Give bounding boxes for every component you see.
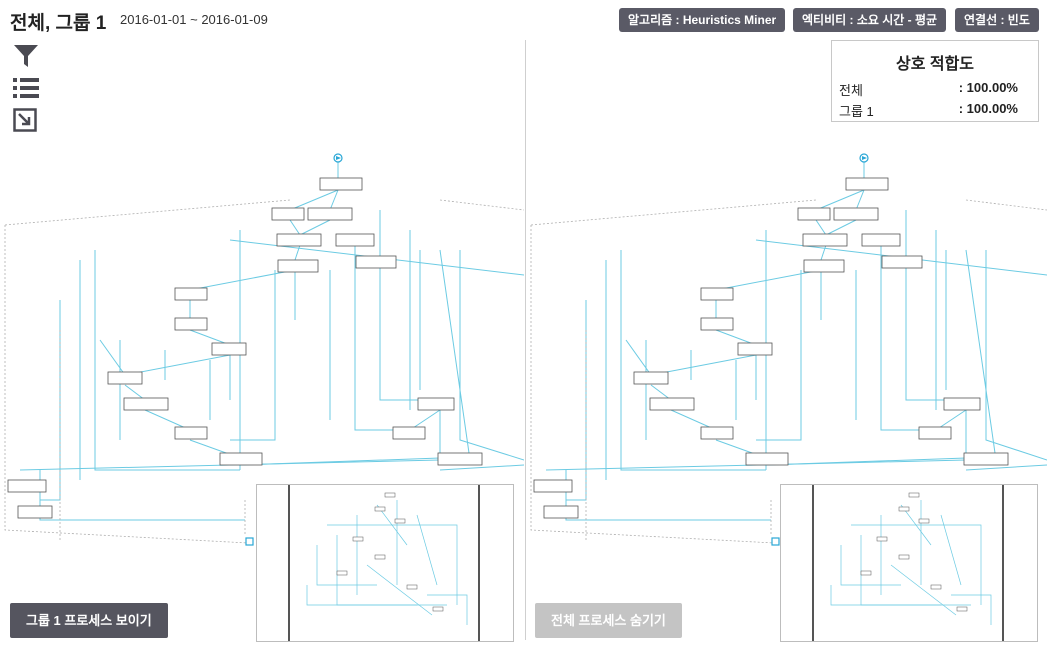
- minimap-viewport-left[interactable]: [288, 485, 290, 641]
- minimap-viewport-right[interactable]: [1002, 485, 1004, 641]
- date-range: 2016-01-01 ~ 2016-01-09: [120, 12, 268, 27]
- minimap-all[interactable]: [780, 484, 1038, 642]
- fitness-label-all: 전체: [839, 83, 863, 98]
- page-title: 전체, 그룹 1: [10, 13, 107, 34]
- process-map-group[interactable]: [0, 140, 524, 560]
- panel-divider: [525, 40, 526, 640]
- hide-all-process-button[interactable]: 전체 프로세스 숨기기: [535, 603, 682, 638]
- fitness-title: 상호 적합도: [895, 56, 975, 73]
- process-map-all[interactable]: [526, 140, 1047, 560]
- fit-view-icon[interactable]: [13, 108, 39, 132]
- connection-badge[interactable]: 연결선 : 빈도: [955, 8, 1039, 32]
- minimap-viewport-left[interactable]: [812, 485, 814, 641]
- activity-badge[interactable]: 엑티비티 : 소요 시간 - 평균: [793, 8, 947, 32]
- fitness-value-all: : 100.00%: [958, 80, 1018, 95]
- list-icon[interactable]: [13, 77, 39, 101]
- show-group-process-button[interactable]: 그룹 1 프로세스 보이기: [10, 603, 168, 638]
- minimap-group[interactable]: [256, 484, 514, 642]
- fitness-value-group: : 100.00%: [958, 101, 1018, 116]
- filter-icon[interactable]: [13, 44, 39, 68]
- fitness-panel: 상호 적합도 전체 : 100.00% 그룹 1 : 100.00%: [831, 40, 1039, 122]
- minimap-viewport-right[interactable]: [478, 485, 480, 641]
- fitness-label-group: 그룹 1: [839, 104, 874, 119]
- algorithm-badge[interactable]: 알고리즘 : Heuristics Miner: [619, 8, 786, 32]
- header-bar: 전체, 그룹 1 2016-01-01 ~ 2016-01-09 알고리즘 : …: [0, 0, 1047, 40]
